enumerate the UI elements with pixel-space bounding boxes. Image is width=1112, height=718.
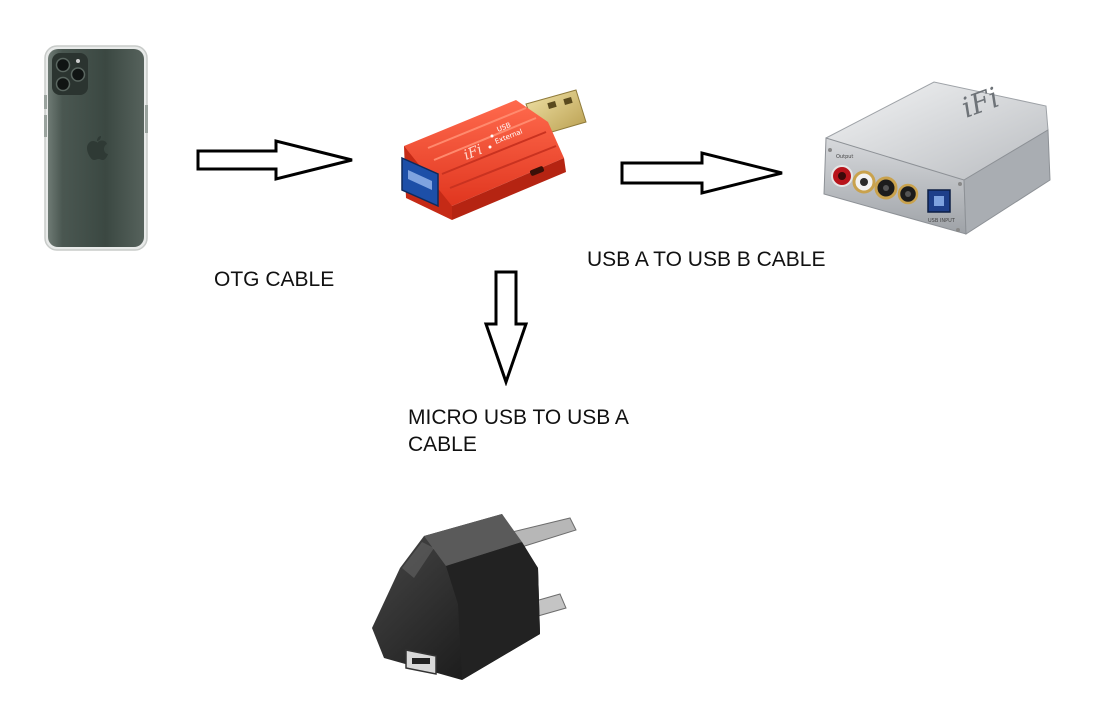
arrow-down-icon	[482, 268, 530, 386]
usb-a-to-b-cable-label: USB A TO USB B CABLE	[587, 248, 826, 271]
usb-dac-icon: iFi Output USB INPUT	[816, 72, 1052, 242]
svg-text:Output: Output	[836, 154, 853, 160]
arrow-right-icon	[618, 149, 788, 197]
svg-text:iFi: iFi	[462, 142, 485, 164]
otg-cable-label: OTG CABLE	[214, 268, 335, 291]
micro-usb-to-usb-a-cable-label: MICRO USB TO USB A CABLE	[408, 406, 628, 456]
arrow-right-icon	[194, 136, 358, 184]
smartphone-icon	[44, 45, 148, 251]
svg-text:USB INPUT: USB INPUT	[928, 218, 956, 224]
usb-adapter-icon: iFi USB External	[398, 88, 588, 228]
wall-charger-icon	[362, 508, 582, 692]
